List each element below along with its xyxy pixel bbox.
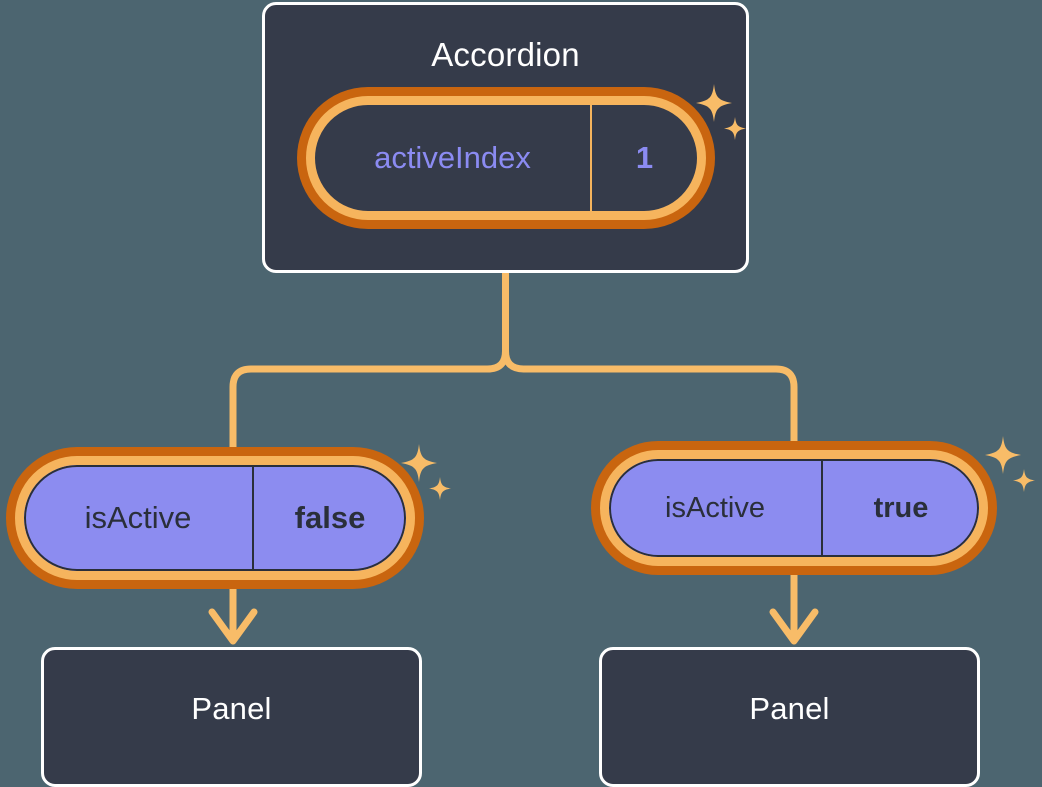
connector-arrow-left-head — [208, 608, 258, 645]
panel-node-right[interactable]: Panel — [599, 647, 980, 787]
prop-pill-is-active-false[interactable]: isActive false — [15, 456, 415, 580]
prop-pill-is-active-true[interactable]: isActive true — [600, 450, 988, 566]
connector-branch-left — [229, 347, 509, 460]
state-pill-value: 1 — [590, 105, 697, 211]
prop-pill-key: isActive — [84, 500, 192, 535]
connector-arrow-right-head — [769, 608, 819, 645]
sparkle-star-small — [1013, 469, 1035, 492]
sparkle-star-large — [985, 436, 1021, 474]
diagram-canvas: Accordion activeIndex 1 isActive false i… — [15, 2, 1035, 787]
sparkle-star-small — [429, 477, 451, 500]
connector-branch-right — [502, 347, 798, 454]
state-pill-active-index[interactable]: activeIndex 1 — [306, 96, 706, 220]
prop-pill-value: false — [252, 465, 406, 571]
prop-pill-value: true — [821, 459, 979, 557]
panel-node-left[interactable]: Panel — [41, 647, 422, 787]
prop-pill-key: isActive — [665, 491, 765, 524]
panel-title: Panel — [749, 691, 830, 726]
panel-title: Panel — [191, 691, 272, 726]
state-pill-key: activeIndex — [374, 140, 531, 175]
accordion-title: Accordion — [431, 36, 580, 73]
